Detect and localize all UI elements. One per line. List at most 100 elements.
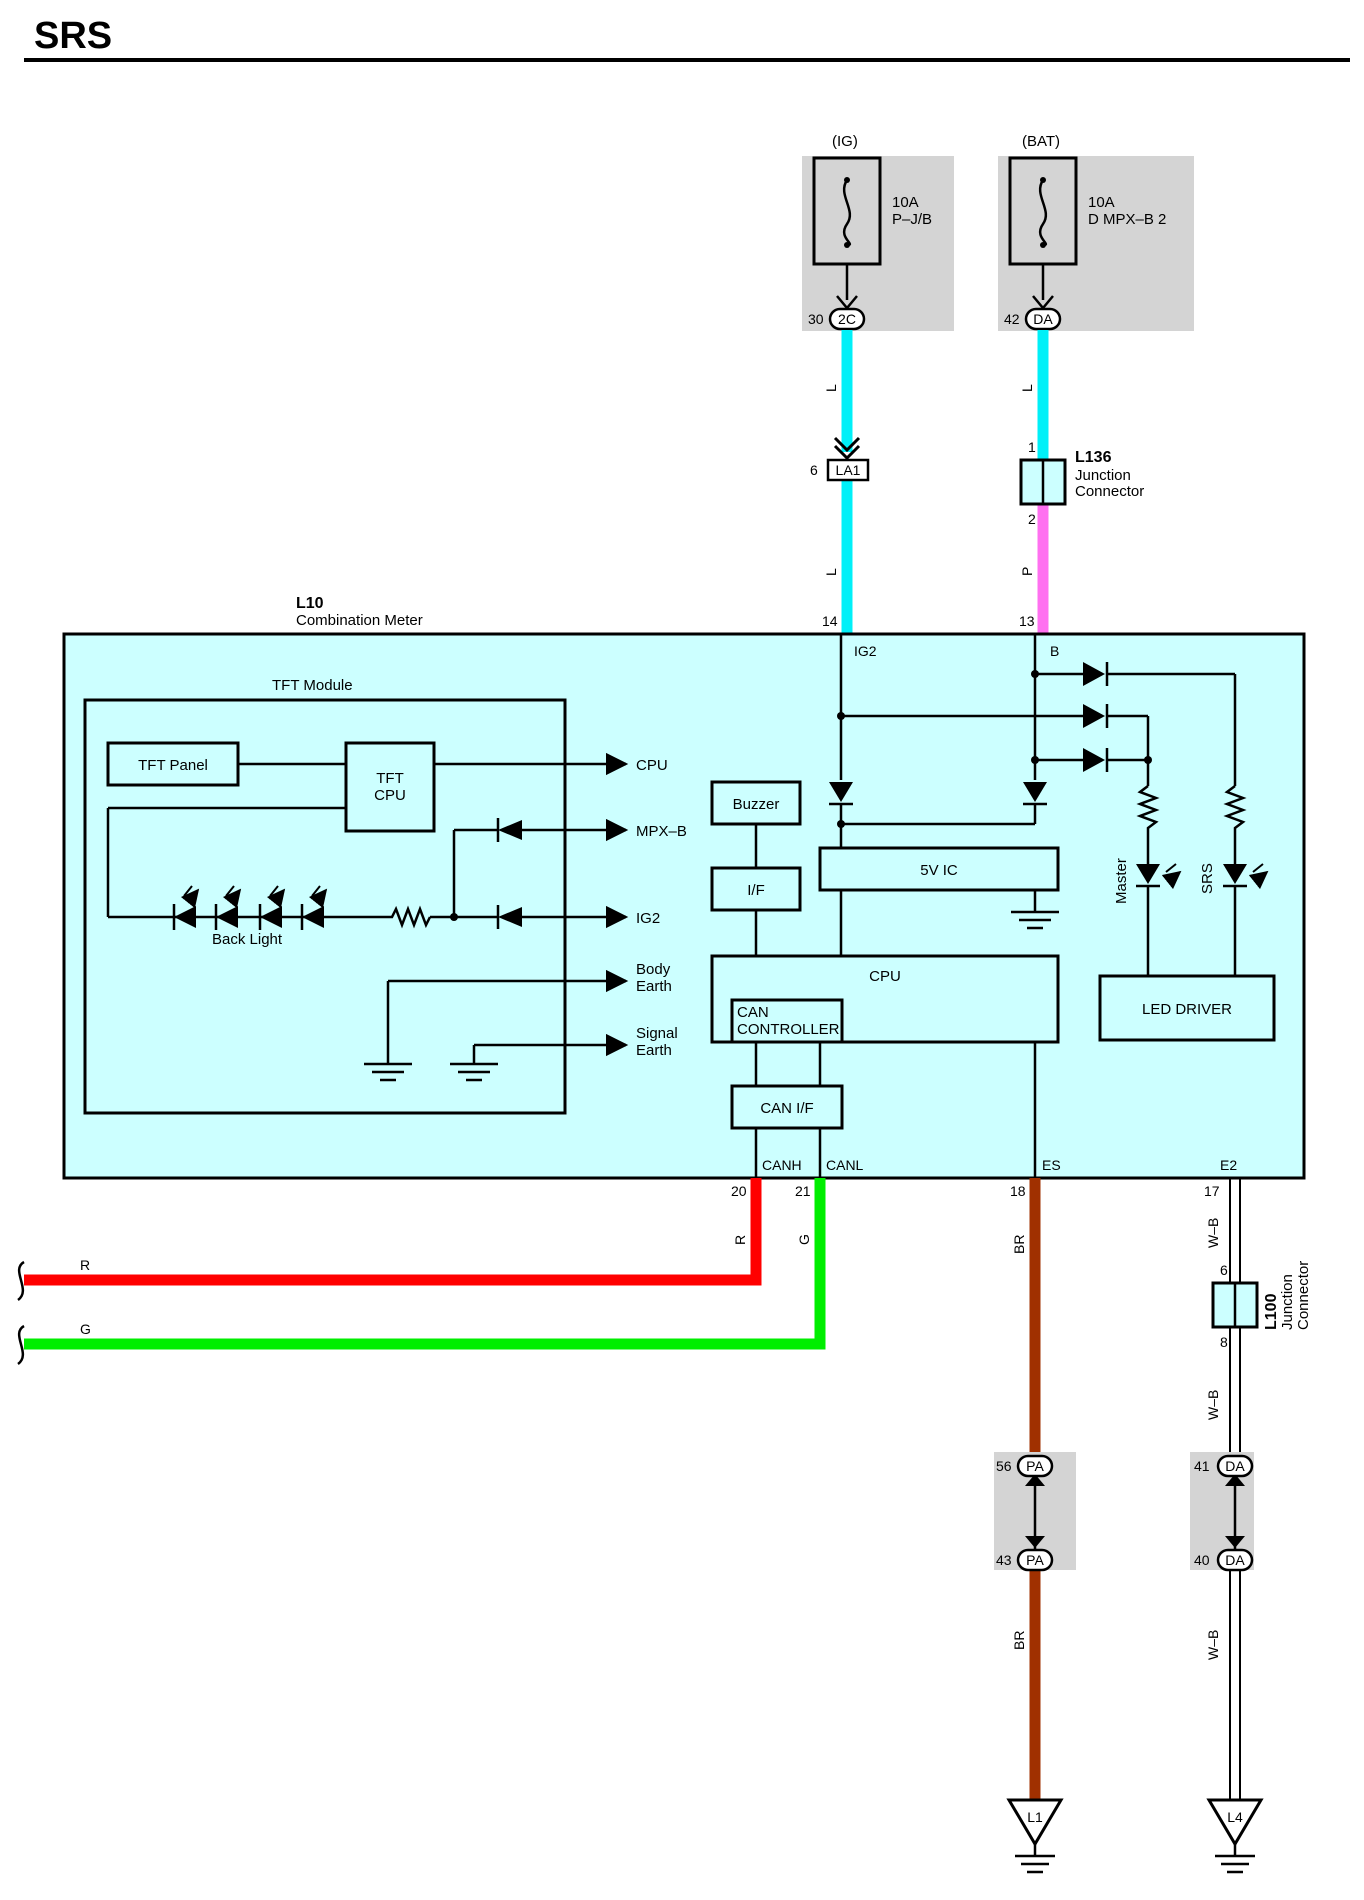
led-driver-block xyxy=(1098,974,1276,1042)
da-pin-top: 41 xyxy=(1194,1458,1210,1474)
can-if-label: CAN I/F xyxy=(760,1100,813,1117)
es-wire-upper-color: BR xyxy=(1011,1235,1027,1254)
b-supply-diode xyxy=(1023,782,1047,802)
back-light-label: Back Light xyxy=(212,931,283,948)
meter-pin-b: 13 xyxy=(1019,613,1035,629)
mpxb-diode xyxy=(498,820,522,840)
pa-connector-pill-bottom xyxy=(1016,1548,1054,1572)
master-supply-diode xyxy=(1083,704,1105,728)
da-connector-pill-top xyxy=(1216,1454,1254,1478)
ig-fuse-node xyxy=(844,242,850,248)
pa-pin-top: 56 xyxy=(996,1458,1012,1474)
canh-wire-color: R xyxy=(732,1235,748,1245)
tft-module-title: TFT Module xyxy=(272,677,353,694)
ig2-diode xyxy=(498,907,522,927)
meter-pin-canl: 21 xyxy=(795,1183,811,1199)
back-light-led xyxy=(300,886,326,930)
meter-pin-e2: 17 xyxy=(1204,1183,1220,1199)
srs-led-label: SRS xyxy=(1199,863,1216,894)
la1-connector-code: LA1 xyxy=(836,462,861,478)
terminal-canh: CANH xyxy=(762,1157,802,1173)
tft-output-ig2: IG2 xyxy=(636,910,660,927)
can-controller-line1: CAN xyxy=(737,1004,769,1021)
da-connector-code-top: DA xyxy=(1225,1458,1245,1474)
l4-ground-code: L4 xyxy=(1227,1809,1243,1825)
l1-ground-code: L1 xyxy=(1027,1809,1043,1825)
canh-break-icon xyxy=(17,1260,25,1302)
pa-connector-code-bottom: PA xyxy=(1026,1552,1044,1568)
ig-source-label: (IG) xyxy=(832,133,858,150)
meter-pin-ig2: 14 xyxy=(822,613,838,629)
l136-line2: Connector xyxy=(1075,483,1144,500)
ig-wire-lower-color: L xyxy=(823,568,839,576)
meter-pin-es: 18 xyxy=(1010,1183,1026,1199)
da-pin-bottom: 40 xyxy=(1194,1552,1210,1568)
buzzer-label: Buzzer xyxy=(733,796,780,813)
bat-source-label: (BAT) xyxy=(1022,133,1060,150)
canh-out-color: R xyxy=(80,1257,90,1273)
meter-name: Combination Meter xyxy=(296,612,423,629)
pa-connector-pill-top xyxy=(1016,1454,1054,1478)
tft-cpu-line1: TFT xyxy=(376,770,404,787)
la1-connector-chevron xyxy=(833,436,861,461)
master-b-diode xyxy=(1083,748,1105,772)
led-driver-label: LED DRIVER xyxy=(1142,1001,1232,1018)
l1-ground-icon xyxy=(1006,1798,1064,1874)
l100-pin-top: 6 xyxy=(1220,1262,1228,1278)
tft-output-cpu: CPU xyxy=(636,757,668,774)
signal-earth-line1: Signal xyxy=(636,1025,678,1042)
e2-wire-upper-color: W–B xyxy=(1205,1218,1221,1248)
l136-line1: Junction xyxy=(1075,467,1131,484)
back-light-led xyxy=(258,886,284,930)
terminal-ig2: IG2 xyxy=(854,643,877,659)
e2-wire-lower-color: W–B xyxy=(1205,1630,1221,1660)
l100-pin-bottom: 8 xyxy=(1220,1334,1228,1350)
pa-connector-code-top: PA xyxy=(1026,1458,1044,1474)
srs-resistor xyxy=(1223,785,1247,864)
tft-cpu xyxy=(344,741,436,833)
master-led-label: Master xyxy=(1113,858,1130,904)
la1-connector-pin: 6 xyxy=(810,462,818,478)
tft-cpu-line2: CPU xyxy=(374,787,406,804)
srs-supply-diode xyxy=(1083,662,1105,686)
canl-out-color: G xyxy=(80,1321,91,1337)
can-controller-line2: CONTROLLER xyxy=(737,1021,840,1038)
ic-5v-block xyxy=(818,846,1060,892)
l100-line2: Connector xyxy=(1295,1261,1312,1330)
if-label: I/F xyxy=(747,882,765,899)
meter-pin-canh: 20 xyxy=(731,1183,747,1199)
bat-connector-pin: 42 xyxy=(1004,311,1020,327)
meter-cpu-block xyxy=(710,954,1060,1044)
can-if-block xyxy=(730,1084,844,1130)
ig-connector-pin: 30 xyxy=(808,311,824,327)
bat-wire-lower-color: P xyxy=(1019,567,1035,576)
bat-wire-upper-color: L xyxy=(1019,384,1035,392)
signal-earth-ground-icon xyxy=(450,1062,498,1082)
master-warning-led xyxy=(1136,864,1180,886)
terminal-canl: CANL xyxy=(826,1157,864,1173)
ig-fuse-node xyxy=(844,177,850,183)
bat-fuse-name: D MPX–B 2 xyxy=(1088,211,1166,228)
pa-pin-bottom: 43 xyxy=(996,1552,1012,1568)
l100-line1: Junction xyxy=(1279,1274,1296,1330)
page-title: SRS xyxy=(34,15,112,57)
bat-connector-pill xyxy=(1024,307,1062,331)
body-earth-ground-icon xyxy=(364,1062,412,1082)
bat-fuse-node xyxy=(1040,177,1046,183)
ic-5v-ground-icon xyxy=(1011,910,1059,930)
junction-node xyxy=(450,913,458,921)
tft-output-mpxb: MPX–B xyxy=(636,823,687,840)
da-connector-code-bottom: DA xyxy=(1225,1552,1245,1568)
meter-cpu-label: CPU xyxy=(869,968,901,985)
canl-wire-color: G xyxy=(796,1234,812,1245)
bat-fuse-element xyxy=(1038,179,1048,247)
bat-fuse-node xyxy=(1040,242,1046,248)
l136-pin-bottom: 2 xyxy=(1028,511,1036,527)
tft-panel-label: TFT Panel xyxy=(138,757,208,774)
l136-pin-top: 1 xyxy=(1028,439,1036,455)
l4-ground-icon xyxy=(1206,1798,1264,1874)
la1-connector xyxy=(826,458,870,482)
body-earth-line1: Body xyxy=(636,961,671,978)
back-light-resistor xyxy=(346,905,432,929)
l100-code: L100 xyxy=(1263,1293,1280,1330)
